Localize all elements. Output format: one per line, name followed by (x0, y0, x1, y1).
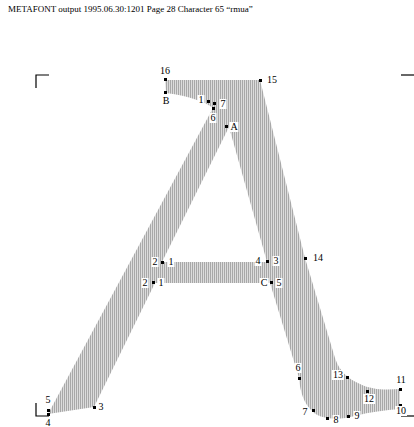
point-label: 6 (210, 113, 217, 123)
point-label: 11 (395, 375, 407, 385)
point-label: 1 (168, 257, 175, 267)
point-label: 5 (276, 278, 283, 288)
point-label: C (260, 278, 269, 288)
point-label: 6 (295, 363, 302, 373)
point-label: 9 (354, 411, 361, 421)
glyph-a (48, 80, 400, 419)
corner-marks (36, 75, 414, 416)
point-label: 3 (98, 402, 105, 412)
point-label: 12 (363, 394, 375, 404)
point-label: 16 (159, 66, 171, 76)
point-label: 5 (45, 395, 52, 405)
point-label: 7 (220, 99, 227, 109)
point-label: 4 (255, 256, 262, 266)
point-label: B (162, 96, 171, 106)
point-label: 1 (158, 278, 165, 288)
point-label: 10 (395, 406, 407, 416)
control-points (47, 78, 402, 420)
point-label: 14 (312, 253, 324, 263)
point-label: 13 (332, 370, 344, 380)
point-label: 3 (273, 256, 280, 266)
point-label: 4 (45, 418, 52, 427)
point-label: 1 (198, 95, 205, 105)
point-label: 7 (302, 407, 309, 417)
proof-header: METAFONT output 1995.06.30:1201 Page 28 … (8, 4, 253, 14)
point-label: 15 (266, 75, 278, 85)
point-label: 2 (152, 257, 159, 267)
point-label: A (229, 122, 238, 132)
point-label: 2 (142, 278, 149, 288)
point-label: 8 (333, 415, 340, 425)
